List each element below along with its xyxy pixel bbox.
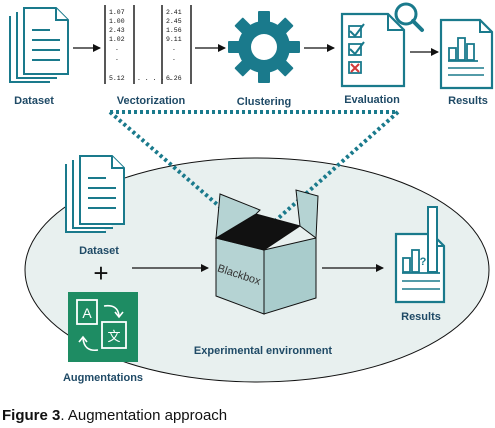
matrix-cell: 6.26 bbox=[166, 75, 182, 82]
svg-text:文: 文 bbox=[107, 330, 120, 345]
results-icon bbox=[439, 18, 494, 90]
svg-text:A: A bbox=[82, 305, 92, 321]
gear-icon bbox=[228, 11, 300, 83]
caption-text: . Augmentation approach bbox=[60, 407, 227, 424]
env-dataset-label: Dataset bbox=[79, 245, 119, 257]
matrix-cell: . bbox=[115, 55, 119, 62]
svg-text:?: ? bbox=[420, 256, 427, 268]
matrix-cell: 2.41 bbox=[166, 9, 182, 16]
vectorization-label: Vectorization bbox=[117, 95, 186, 107]
top-results-label: Results bbox=[448, 95, 488, 107]
evaluation-label: Evaluation bbox=[344, 94, 400, 106]
matrix-cell: 1.07 bbox=[109, 9, 125, 16]
matrix-cell: . bbox=[172, 55, 176, 62]
augmentations-label: Augmentations bbox=[63, 372, 143, 384]
matrix-cell: 2.43 bbox=[109, 27, 125, 34]
plus-sign: + bbox=[93, 258, 108, 288]
dataset-icon bbox=[9, 7, 69, 83]
matrix-ellipsis: . . . . . bbox=[137, 75, 172, 82]
matrix-cell: 1.56 bbox=[166, 27, 182, 34]
matrix-cell: . bbox=[172, 45, 176, 52]
matrix-cell: 1.00 bbox=[109, 18, 125, 25]
clustering-label: Clustering bbox=[237, 96, 291, 108]
funnel-lines bbox=[108, 110, 400, 240]
matrix-cell: 9.11 bbox=[166, 36, 182, 43]
env-results-icon: ? bbox=[394, 206, 446, 304]
magnifier-icon bbox=[394, 2, 424, 32]
env-dataset-icon bbox=[65, 155, 125, 233]
environment-label: Experimental environment bbox=[194, 345, 332, 357]
matrix-cell: . bbox=[115, 45, 119, 52]
figure-caption: Figure 3. Augmentation approach bbox=[2, 407, 227, 424]
env-results-label: Results bbox=[401, 311, 441, 323]
blackbox-box bbox=[214, 189, 319, 315]
matrix-cell: 2.45 bbox=[166, 18, 182, 25]
vector-matrix: 1.07 1.00 2.43 1.02 . . 5.12 2.41 2.45 1… bbox=[104, 5, 192, 84]
caption-figure-number: Figure 3 bbox=[2, 407, 60, 424]
evaluation-icon bbox=[340, 12, 406, 88]
matrix-cell: 5.12 bbox=[109, 75, 125, 82]
top-dataset-label: Dataset bbox=[14, 95, 54, 107]
translate-icon: A 文 bbox=[68, 292, 138, 362]
matrix-cell: 1.02 bbox=[109, 36, 125, 43]
